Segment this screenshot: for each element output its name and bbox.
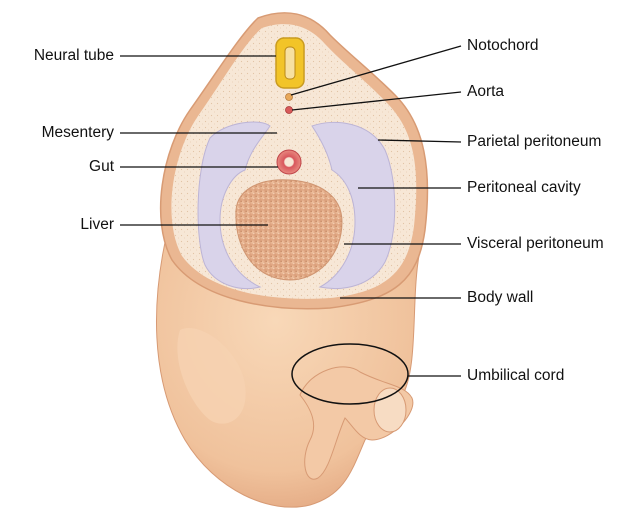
- label-parietal-peritoneum: Parietal peritoneum: [467, 133, 601, 151]
- label-aorta: Aorta: [467, 83, 504, 101]
- gut: [277, 150, 301, 174]
- label-mesentery: Mesentery: [42, 124, 114, 142]
- label-peritoneal-cavity: Peritoneal cavity: [467, 179, 581, 197]
- label-visceral-peritoneum: Visceral peritoneum: [467, 235, 604, 253]
- umbilical-cut-end: [374, 388, 406, 432]
- label-neural-tube: Neural tube: [34, 47, 114, 65]
- aorta: [286, 107, 293, 114]
- label-notochord: Notochord: [467, 37, 539, 55]
- label-liver: Liver: [80, 216, 114, 234]
- label-body-wall: Body wall: [467, 289, 533, 307]
- label-umbilical-cord: Umbilical cord: [467, 367, 564, 385]
- label-gut: Gut: [89, 158, 114, 176]
